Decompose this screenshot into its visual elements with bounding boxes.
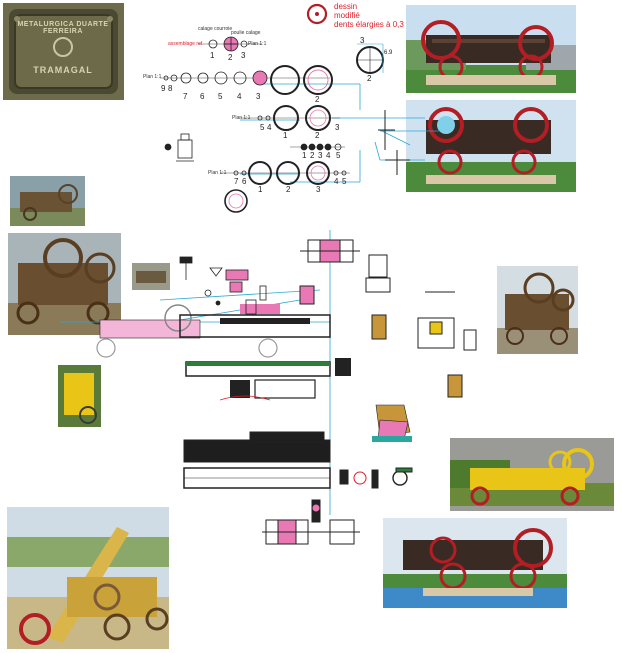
hopper-drawing: [372, 404, 412, 442]
gear-num: 1: [210, 51, 215, 60]
gear-num: 1: [283, 131, 288, 140]
yellow-thresher-photo: [450, 438, 614, 511]
label-row4: Plan 1:1: [208, 170, 227, 176]
nameplate-photo: METALURGICA DUARTE FERREIRA TRAMAGAL: [3, 3, 124, 100]
label-poulie: poulie calage: [231, 30, 261, 36]
red-thresher-photo-3: [383, 518, 567, 608]
gear-num: 1: [258, 185, 263, 194]
gear-num: 4: [334, 177, 339, 186]
gear-num: 2: [367, 74, 372, 83]
label-row2: Plan 1:1: [232, 115, 251, 121]
chassis-plan-view: [183, 431, 413, 489]
gear-num: 4: [237, 92, 242, 101]
rusty-thresher-small-photo: [10, 176, 85, 226]
gear-num: 5: [342, 177, 347, 186]
gear-num: 9: [161, 84, 166, 93]
rusty-thresher-photo-left: [8, 233, 121, 335]
gear-num: 6: [242, 177, 247, 186]
yellow-detail-photo: [58, 365, 101, 427]
gear-num: 5: [260, 123, 265, 132]
thresher-detail-photo: [132, 263, 170, 290]
bearing-block: [164, 133, 194, 162]
gear-num: 3: [360, 36, 365, 45]
gear-detail-right: [356, 43, 384, 74]
gear-num: 7: [234, 177, 239, 186]
label-pos: Plan 1:1: [248, 41, 267, 47]
note-line-2: modifié: [334, 11, 360, 20]
note-gear-icon: [306, 3, 328, 25]
gear-num: 3: [318, 151, 323, 160]
gear-num: 6: [200, 92, 205, 101]
yellow-elevator-thresher-photo: [7, 507, 169, 649]
gear-num: 3: [241, 51, 246, 60]
top-gear-set: [198, 36, 262, 52]
gear-row-4: [220, 161, 350, 213]
mechanism-parts-left: [179, 256, 267, 315]
note-line-1: dessin: [334, 2, 358, 11]
gear-num: 7: [183, 92, 188, 101]
frame-top-view: [299, 239, 477, 398]
gear-num: 1: [302, 151, 307, 160]
gear-num: 2: [286, 185, 291, 194]
gear-num: 2: [228, 53, 233, 62]
gear-num: 3: [256, 92, 261, 101]
label-assemblage: assemblage ref: [168, 41, 203, 47]
nameplate-text-bottom: TRAMAGAL: [33, 65, 93, 75]
gear-num: 2: [310, 151, 315, 160]
red-thresher-photo-1: [406, 5, 576, 93]
label-row1: Plan 1:1: [143, 74, 162, 80]
gear-num: 3: [316, 185, 321, 194]
gear-num: 3: [335, 123, 340, 132]
gear-num: 8: [168, 84, 173, 93]
bottom-parts: [262, 499, 360, 545]
nameplate-text-top: METALURGICA DUARTE FERREIRA: [17, 21, 109, 35]
red-thresher-photo-2: [406, 100, 576, 192]
gear-num: 4: [267, 123, 272, 132]
machine-side-drawing: [96, 304, 351, 401]
shaft-diagrams: [378, 110, 410, 175]
gear-num: 2: [315, 95, 320, 104]
gear-num: 5: [336, 151, 341, 160]
gear-row-3: [290, 143, 345, 151]
gear-num: 5: [218, 92, 223, 101]
note-line-3: dents élargies à 0,3: [334, 20, 404, 29]
gear-row-2: [240, 105, 340, 131]
gear-num: 6.9: [384, 50, 393, 56]
gear-num: 2: [315, 131, 320, 140]
rusty-thresher-photo-right: [497, 266, 578, 354]
gear-row-1: [160, 65, 333, 95]
modification-note: dessin modifié dents élargies à 0,3: [334, 2, 404, 29]
gear-num: 4: [326, 151, 331, 160]
label-calage: calage courroie: [198, 26, 233, 32]
